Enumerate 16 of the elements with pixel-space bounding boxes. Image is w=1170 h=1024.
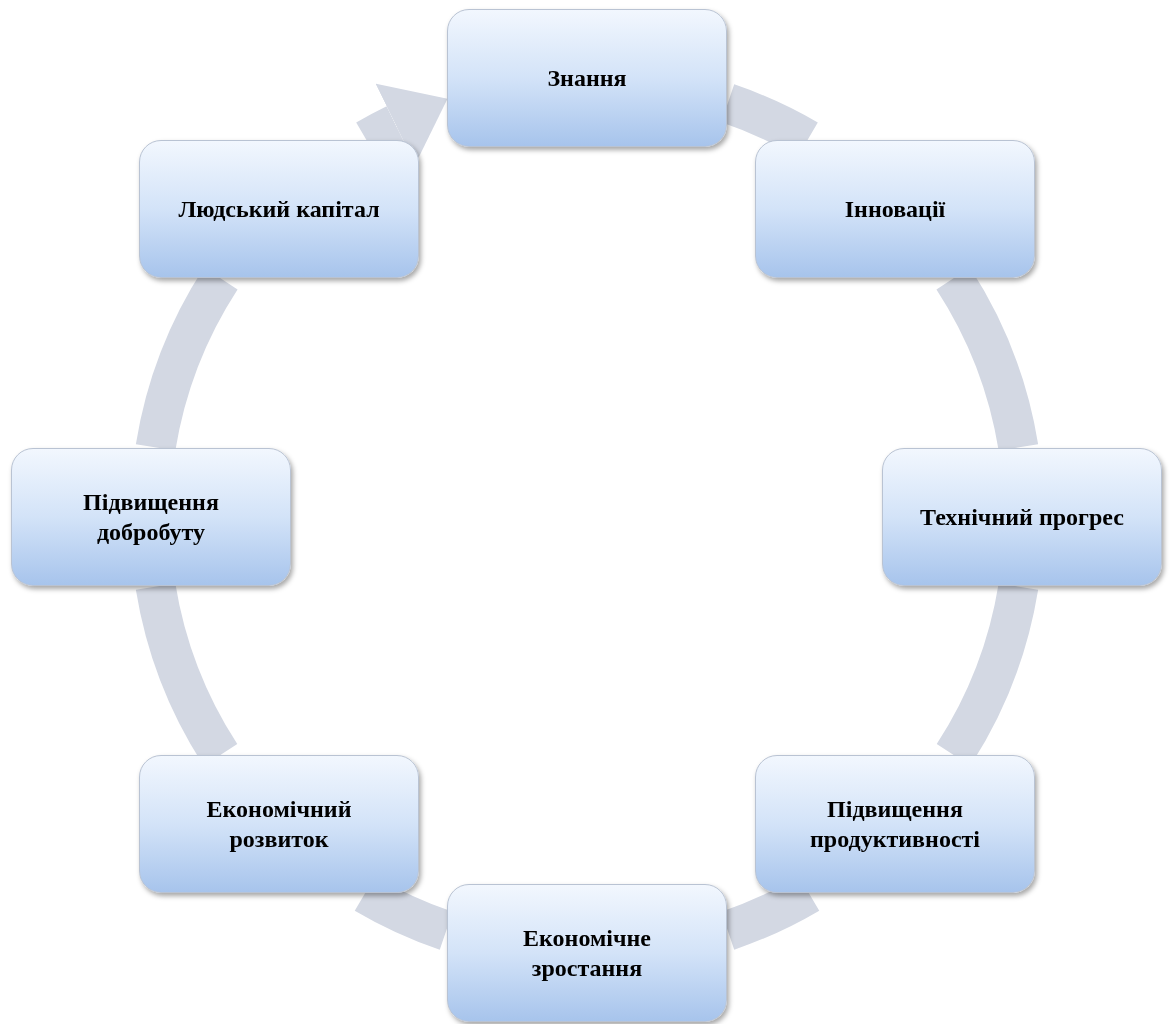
stage-label: Людський капітал <box>178 195 380 224</box>
stage-box <box>139 755 419 893</box>
stage-box <box>11 448 291 586</box>
stage-label: Економічне зростання <box>522 924 652 983</box>
stage-box <box>447 9 727 147</box>
stage-box <box>882 448 1162 586</box>
stage-label: Знання <box>547 64 627 93</box>
stage-label: Технічний прогрес <box>920 503 1124 532</box>
stage-box <box>755 755 1035 893</box>
stage-label: Економічний розвиток <box>205 795 353 854</box>
stage-label: Інновації <box>844 195 946 224</box>
stage-box <box>139 140 419 278</box>
stage-label: Підвищення добробуту <box>82 488 220 547</box>
stage-label: Підвищення продуктивності <box>809 795 981 854</box>
stage-box <box>755 140 1035 278</box>
stage-box <box>447 884 727 1022</box>
